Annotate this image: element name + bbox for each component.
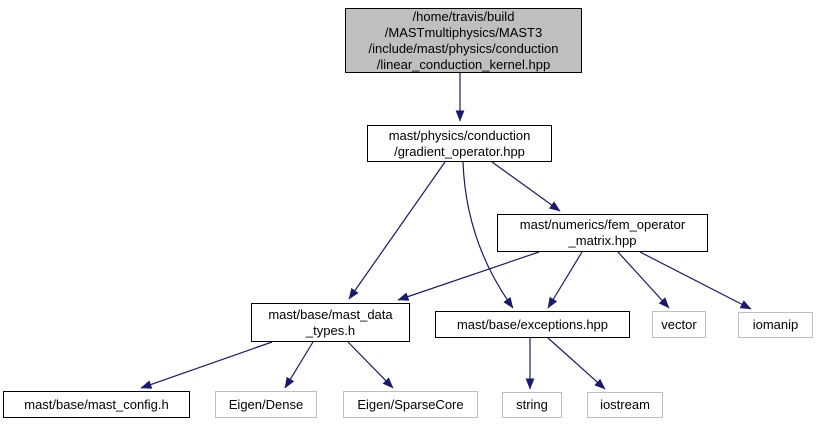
node-label-line: _types.h xyxy=(305,322,356,338)
node-label-line: _matrix.hpp xyxy=(568,233,637,248)
node-label-line: Eigen/SparseCore xyxy=(357,396,464,412)
edge-fem-operator-matrix-to-iomanip xyxy=(639,251,752,310)
node-mast-config[interactable]: mast/base/mast_config.h xyxy=(3,391,190,418)
edge-gradient-operator-to-mast-data-types xyxy=(348,161,446,300)
edge-fem-operator-matrix-to-exceptions xyxy=(547,251,583,309)
node-iomanip: iomanip xyxy=(738,312,813,338)
node-label-line: mast/base/mast_data xyxy=(268,306,393,322)
node-label-line: /include/mast/physics/conduction xyxy=(368,40,559,56)
node-label-line: /gradient_operator.hpp xyxy=(394,143,525,159)
node-gradient-operator[interactable]: mast/physics/conduction /gradient_operat… xyxy=(367,125,552,162)
node-label-line: vector xyxy=(661,316,697,332)
node-label-line: mast/numerics/fem_operator xyxy=(519,217,686,232)
edge-fem-operator-matrix-to-mast-data-types xyxy=(397,251,540,301)
node-label-line: mast/physics/conduction xyxy=(388,127,531,143)
node-label-line: mast/base/exceptions.hpp xyxy=(456,316,609,332)
node-eigen-dense: Eigen/Dense xyxy=(215,391,317,418)
node-eigen-sparsecore: Eigen/SparseCore xyxy=(343,391,478,418)
edge-mast-data-types-to-mast-config xyxy=(140,341,273,389)
edge-mast-data-types-to-eigen-dense xyxy=(284,341,314,389)
node-vector: vector xyxy=(652,311,706,338)
node-fem-operator-matrix[interactable]: mast/numerics/fem_operator _matrix.hpp xyxy=(497,214,708,252)
node-label-line: Eigen/Dense xyxy=(228,396,304,412)
edge-mast-data-types-to-eigen-sparsecore xyxy=(347,341,394,389)
node-label-line: string xyxy=(516,397,548,412)
node-label-line: mast/base/mast_config.h xyxy=(24,396,169,412)
node-label-line: /home/travis/build xyxy=(412,8,515,24)
node-mast-data-types[interactable]: mast/base/mast_data _types.h xyxy=(251,303,410,342)
edge-exceptions-to-iostream xyxy=(547,337,606,390)
node-string: string xyxy=(502,392,562,418)
edge-fem-operator-matrix-to-vector xyxy=(617,251,670,309)
node-label-line: /linear_conduction_kernel.hpp xyxy=(376,56,551,72)
node-label-line: /MASTmultiphysics/MAST3 xyxy=(384,24,543,40)
edge-gradient-operator-to-exceptions xyxy=(462,161,514,309)
node-iostream: iostream xyxy=(587,392,663,418)
node-label-line: iomanip xyxy=(752,317,799,332)
edge-gradient-operator-to-fem-operator-matrix xyxy=(491,161,561,212)
node-linear-conduction-kernel: /home/travis/build /MASTmultiphysics/MAS… xyxy=(345,8,582,73)
node-label-line: iostream xyxy=(600,397,650,412)
node-exceptions[interactable]: mast/base/exceptions.hpp xyxy=(435,311,630,338)
